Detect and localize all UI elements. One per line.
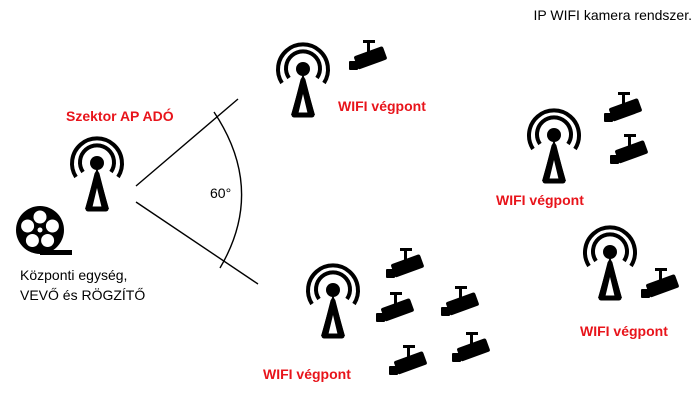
antenna-tower-icon (308, 265, 358, 336)
central-unit-line2: VEVŐ és RÖGZÍTŐ (20, 286, 145, 303)
ip-camera-icon (376, 292, 415, 322)
sector-line-upper (135, 98, 239, 187)
wifi-endpoint-2: WIFI végpont (496, 92, 649, 208)
sector-line-lower (135, 201, 259, 285)
sector-angle-label: 60° (210, 185, 231, 201)
wifi-endpoint-1: WIFI végpont (278, 40, 426, 115)
ip-camera-icon (441, 286, 480, 316)
ip-camera-icon (610, 134, 649, 164)
film-reel-icon (16, 206, 72, 255)
central-unit-line1: Központi egység, (20, 267, 127, 283)
antenna-tower-icon (278, 44, 328, 115)
ip-camera-icon (452, 332, 491, 362)
sector-angle-arc (213, 111, 243, 269)
antenna-tower-icon (72, 138, 122, 209)
wifi-endpoint-3: WIFI végpont (580, 227, 680, 339)
antenna-tower-icon (529, 110, 579, 181)
wifi-endpoint-label: WIFI végpont (580, 323, 668, 339)
ip-camera-icon (386, 248, 425, 278)
ip-camera-icon (349, 40, 388, 70)
sector-ap-label: Szektor AP ADÓ (66, 107, 174, 124)
ip-camera-icon (389, 345, 428, 375)
wifi-endpoint-4: WIFI végpont (263, 248, 491, 382)
antenna-tower-icon (585, 227, 635, 298)
ip-camera-icon (604, 92, 643, 122)
ip-camera-icon (641, 268, 680, 298)
diagram-title: IP WIFI kamera rendszer. (534, 7, 692, 23)
wifi-endpoint-label: WIFI végpont (496, 192, 584, 208)
wifi-endpoint-label: WIFI végpont (263, 366, 351, 382)
wifi-endpoint-label: WIFI végpont (338, 98, 426, 114)
